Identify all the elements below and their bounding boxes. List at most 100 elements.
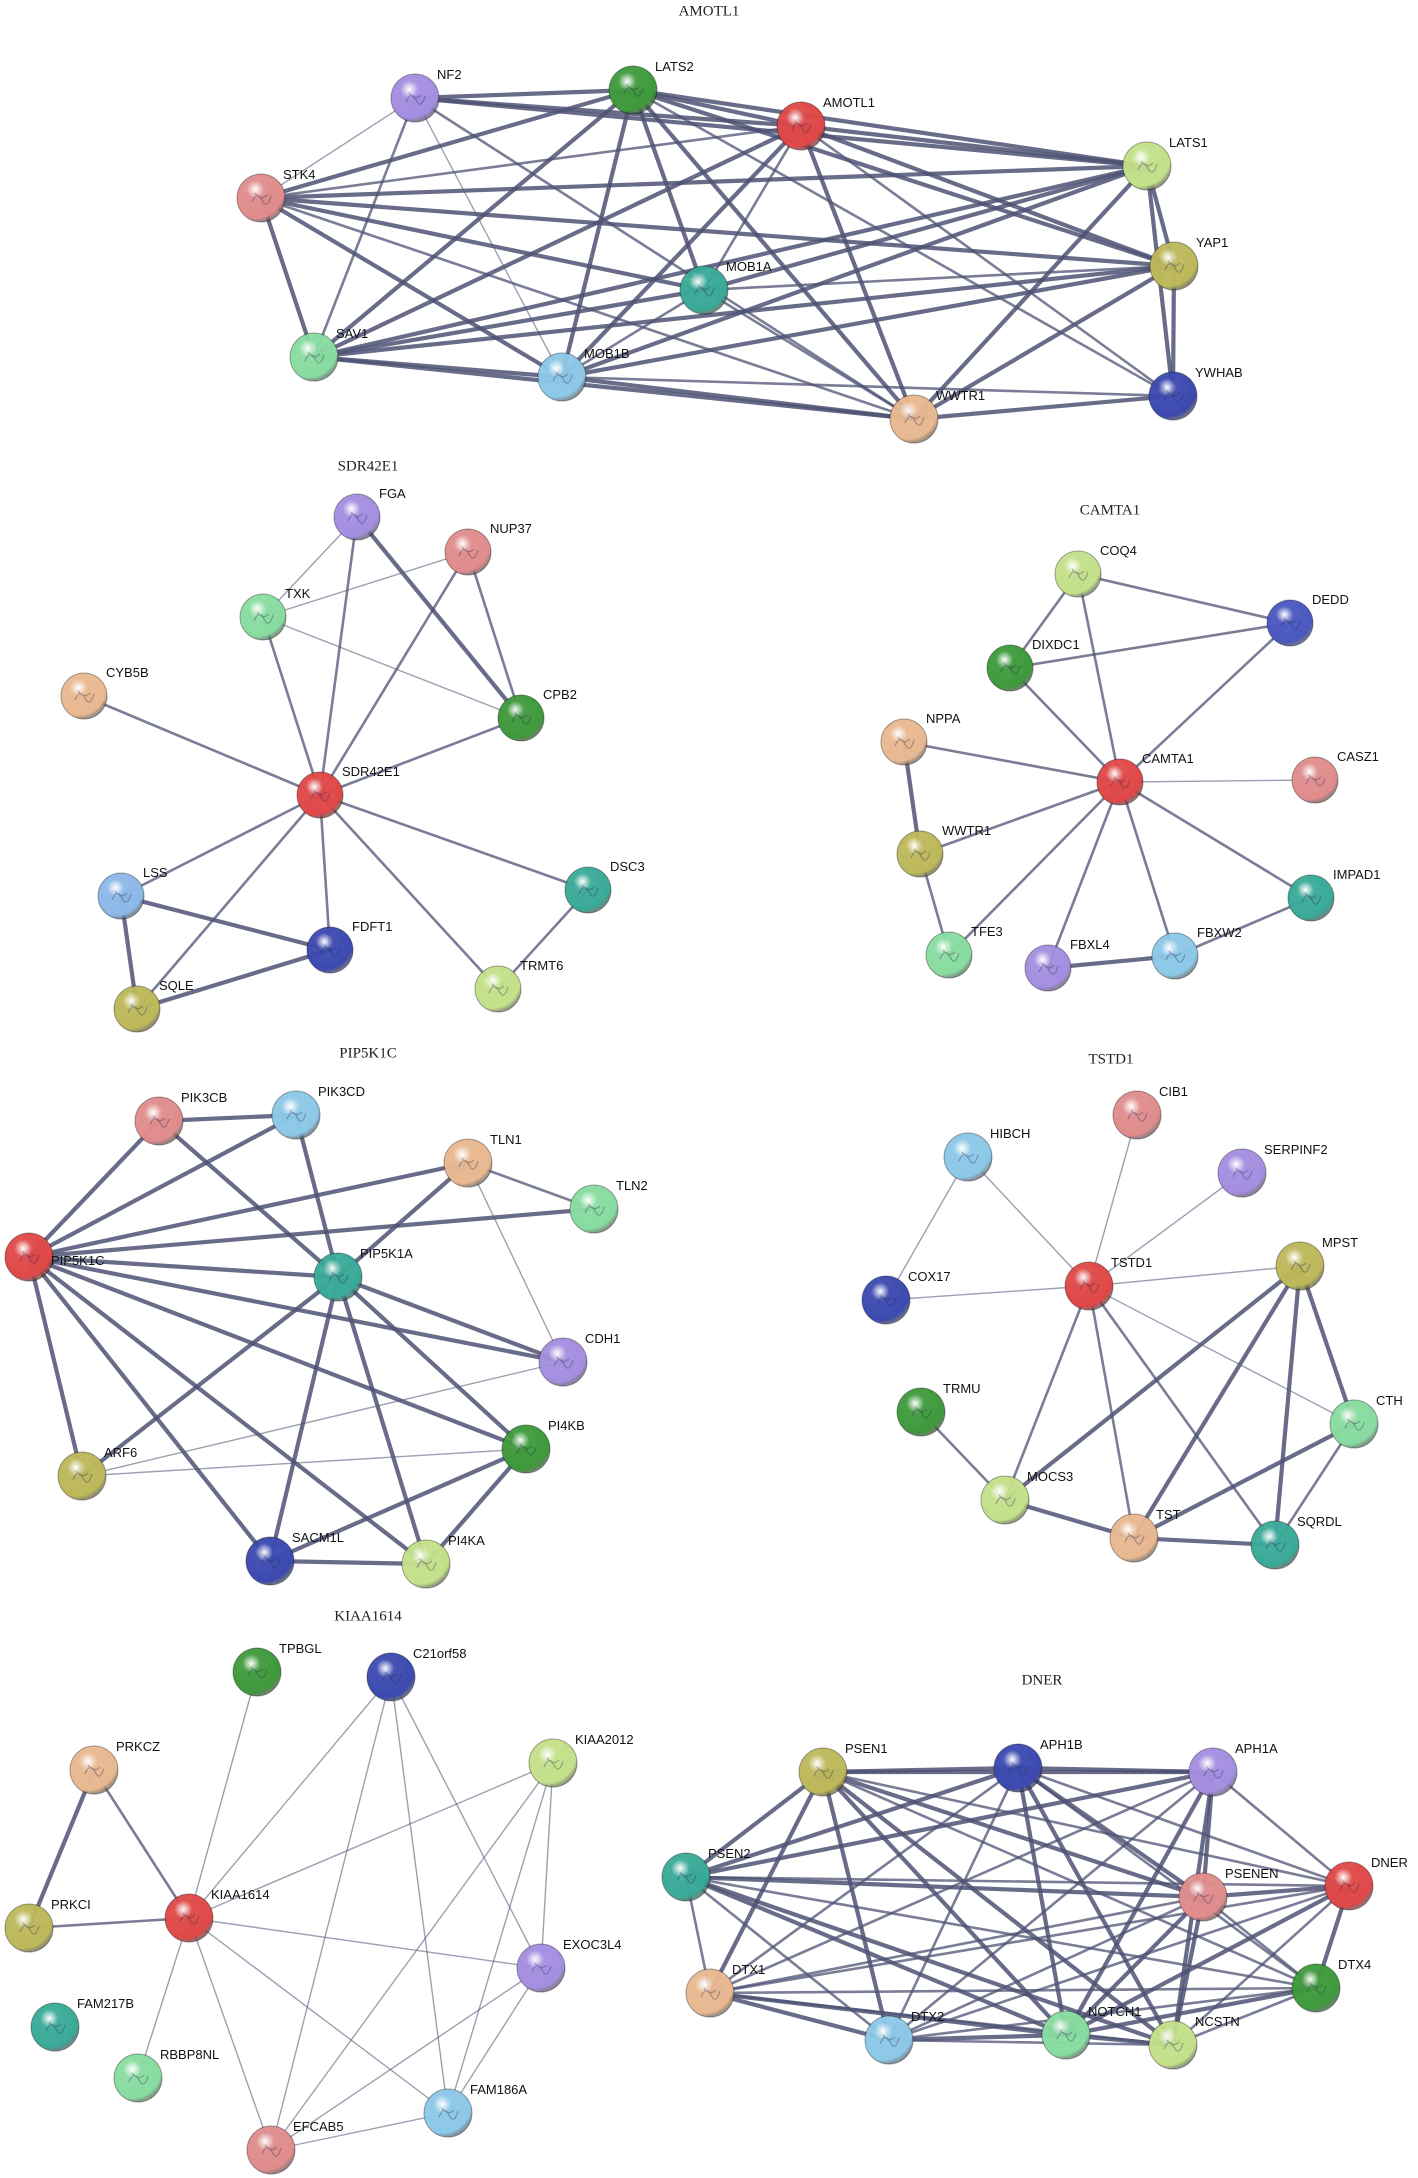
node-bubble[interactable] [134, 1096, 184, 1146]
node-bubble[interactable] [1324, 1861, 1374, 1911]
node-sav1[interactable]: SAV1 [289, 326, 368, 382]
node-cyb5b[interactable]: CYB5B [60, 665, 149, 720]
node-psen2[interactable]: PSEN2 [661, 1846, 751, 1902]
node-fam186a[interactable]: FAM186A [423, 2082, 527, 2138]
node-bubble[interactable] [271, 1090, 321, 1140]
node-bubble[interactable] [776, 101, 826, 151]
node-bubble[interactable] [925, 931, 973, 979]
node-bubble[interactable] [889, 394, 939, 444]
node-c21orf58[interactable]: C21orf58 [366, 1646, 466, 1702]
node-sqrdl[interactable]: SQRDL [1250, 1514, 1342, 1570]
node-impad1[interactable]: IMPAD1 [1287, 867, 1380, 922]
node-kiaa1614[interactable]: KIAA1614 [164, 1887, 270, 1943]
node-bubble[interactable] [4, 1903, 54, 1953]
node-bubble[interactable] [1148, 2020, 1198, 2070]
node-bubble[interactable] [516, 1943, 566, 1993]
node-hibch[interactable]: HIBCH [943, 1126, 1030, 1182]
node-bubble[interactable] [390, 73, 440, 123]
node-sdr42e1[interactable]: SDR42E1 [296, 764, 400, 819]
node-bubble[interactable] [1266, 599, 1314, 647]
node-bubble[interactable] [1064, 1261, 1114, 1311]
node-prkcz[interactable]: PRKCZ [69, 1739, 160, 1795]
node-bubble[interactable] [30, 2002, 80, 2052]
node-bubble[interactable] [313, 1252, 363, 1302]
node-tst[interactable]: TST [1109, 1507, 1181, 1563]
node-bubble[interactable] [1151, 932, 1199, 980]
node-prkci[interactable]: PRKCI [4, 1897, 91, 1953]
node-bubble[interactable] [1096, 758, 1144, 806]
node-nf2[interactable]: NF2 [390, 67, 462, 123]
node-bubble[interactable] [993, 1743, 1043, 1793]
node-ncstn[interactable]: NCSTN [1148, 2014, 1240, 2070]
node-bubble[interactable] [97, 872, 145, 920]
node-aph1a[interactable]: APH1A [1188, 1741, 1278, 1797]
node-bubble[interactable] [4, 1232, 54, 1282]
node-lats1[interactable]: LATS1 [1122, 135, 1208, 191]
node-bubble[interactable] [1122, 141, 1172, 191]
node-bubble[interactable] [1217, 1148, 1267, 1198]
node-bubble[interactable] [1054, 550, 1102, 598]
node-fga[interactable]: FGA [333, 486, 406, 541]
node-bubble[interactable] [608, 65, 658, 115]
node-sqle[interactable]: SQLE [113, 978, 194, 1033]
node-bubble[interactable] [497, 694, 545, 742]
node-tpbgl[interactable]: TPBGL [232, 1641, 322, 1697]
node-bubble[interactable] [289, 332, 339, 382]
node-bubble[interactable] [444, 528, 492, 576]
node-cth[interactable]: CTH [1329, 1393, 1403, 1449]
node-casz1[interactable]: CASZ1 [1291, 749, 1379, 804]
node-bubble[interactable] [1148, 371, 1198, 421]
node-pip5k1a[interactable]: PIP5K1A [313, 1246, 413, 1302]
node-mocs3[interactable]: MOCS3 [980, 1469, 1073, 1525]
node-dner[interactable]: DNER [1324, 1855, 1408, 1911]
node-bubble[interactable] [943, 1132, 993, 1182]
node-lats2[interactable]: LATS2 [608, 59, 694, 115]
node-bubble[interactable] [861, 1275, 911, 1325]
node-bubble[interactable] [423, 2088, 473, 2138]
node-dedd[interactable]: DEDD [1266, 592, 1349, 647]
node-bubble[interactable] [236, 173, 286, 223]
node-bubble[interactable] [896, 1387, 946, 1437]
node-cox17[interactable]: COX17 [861, 1269, 951, 1325]
node-bubble[interactable] [896, 830, 944, 878]
node-bubble[interactable] [980, 1475, 1030, 1525]
node-bubble[interactable] [113, 2053, 163, 2103]
node-stk4[interactable]: STK4 [236, 167, 316, 223]
node-bubble[interactable] [474, 965, 522, 1013]
node-arf6[interactable]: ARF6 [57, 1445, 137, 1501]
node-bubble[interactable] [366, 1652, 416, 1702]
node-bubble[interactable] [57, 1451, 107, 1501]
node-bubble[interactable] [1291, 756, 1339, 804]
node-bubble[interactable] [1275, 1241, 1325, 1291]
node-trmu[interactable]: TRMU [896, 1381, 981, 1437]
node-exoc3l4[interactable]: EXOC3L4 [516, 1937, 622, 1993]
node-sacm1l[interactable]: SACM1L [245, 1530, 344, 1586]
node-nup37[interactable]: NUP37 [444, 521, 532, 576]
node-bubble[interactable] [661, 1852, 711, 1902]
node-bubble[interactable] [1329, 1399, 1379, 1449]
node-dixdc1[interactable]: DIXDC1 [986, 637, 1080, 692]
node-dtx2[interactable]: DTX2 [864, 2009, 944, 2065]
node-bubble[interactable] [60, 672, 108, 720]
node-bubble[interactable] [306, 926, 354, 974]
node-tln2[interactable]: TLN2 [569, 1178, 648, 1234]
node-cdh1[interactable]: CDH1 [538, 1331, 620, 1387]
node-bubble[interactable] [164, 1893, 214, 1943]
node-amotl1[interactable]: AMOTL1 [776, 95, 875, 151]
node-bubble[interactable] [1188, 1747, 1238, 1797]
node-bubble[interactable] [296, 771, 344, 819]
node-pik3cd[interactable]: PIK3CD [271, 1084, 365, 1140]
node-efcab5[interactable]: EFCAB5 [246, 2119, 344, 2175]
node-pi4ka[interactable]: PI4KA [401, 1533, 485, 1589]
node-nppa[interactable]: NPPA [880, 711, 961, 766]
node-fbxw2[interactable]: FBXW2 [1151, 925, 1242, 980]
node-bubble[interactable] [538, 1337, 588, 1387]
node-fbxl4[interactable]: FBXL4 [1024, 937, 1110, 992]
node-bubble[interactable] [1024, 944, 1072, 992]
node-notch1[interactable]: NOTCH1 [1041, 2004, 1141, 2060]
node-cib1[interactable]: CIB1 [1112, 1084, 1188, 1140]
node-psen1[interactable]: PSEN1 [798, 1741, 888, 1797]
node-camta1[interactable]: CAMTA1 [1096, 751, 1194, 806]
node-pik3cb[interactable]: PIK3CB [134, 1090, 227, 1146]
node-pip5k1c[interactable]: PIP5K1C [4, 1232, 104, 1282]
